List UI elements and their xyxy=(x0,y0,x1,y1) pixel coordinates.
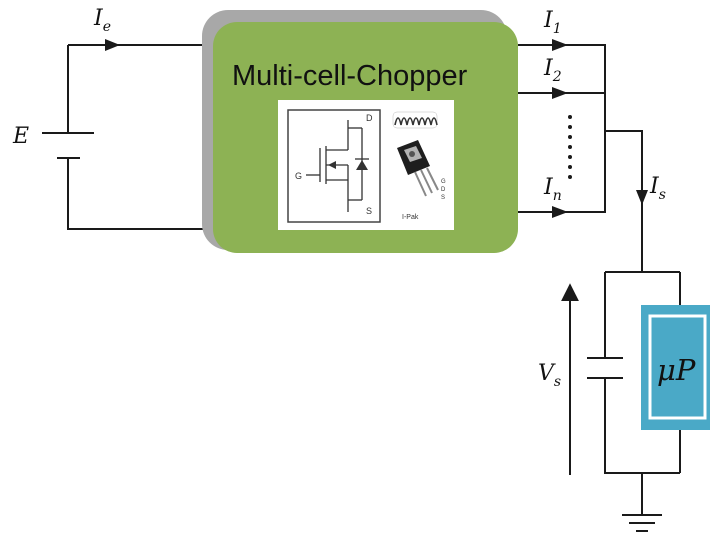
phase-n-current-label: In xyxy=(543,175,562,204)
phase-1-arrow xyxy=(552,39,568,51)
transistor-package-icon: G D S I-Pak xyxy=(397,140,446,221)
package-pin-g: G xyxy=(441,179,446,185)
battery-symbol xyxy=(42,132,94,159)
capacitor-symbol xyxy=(587,357,623,379)
phase-2-arrow xyxy=(552,87,568,99)
chopper-title: Multi-cell-Chopper xyxy=(232,60,468,92)
drain-pin-label: D xyxy=(366,113,373,123)
phase-1-current-label: I1 xyxy=(543,8,562,37)
load-label: μP xyxy=(657,353,696,387)
input-current-arrow xyxy=(105,39,120,51)
load-current-arrow xyxy=(636,190,648,205)
source-wiring xyxy=(67,44,215,230)
load-inner-border xyxy=(648,314,707,420)
phase-ellipsis xyxy=(568,115,572,179)
source-pin-label: S xyxy=(366,206,372,216)
input-current-label: Ie xyxy=(93,6,111,35)
package-pin-d: D xyxy=(441,187,446,193)
package-pin-s: S xyxy=(441,195,445,201)
output-phase-wiring xyxy=(518,44,643,272)
gate-pin-label: G xyxy=(295,171,302,181)
phase-n-arrow xyxy=(552,206,568,218)
microprocessor-load: μP xyxy=(641,305,710,430)
source-label: E xyxy=(12,124,29,149)
inductor-icon xyxy=(392,111,438,129)
load-wiring xyxy=(604,271,681,515)
ground-icon xyxy=(622,514,662,532)
load-box xyxy=(641,305,710,430)
output-voltage-label: Vs xyxy=(538,361,561,390)
multi-cell-chopper-block: Multi-cell-Chopper G D S xyxy=(202,10,518,253)
load-current-label: Is xyxy=(649,174,666,203)
package-label: I-Pak xyxy=(402,214,419,221)
phase-2-current-label: I2 xyxy=(543,56,562,85)
mosfet-icon: G D S xyxy=(287,109,381,223)
